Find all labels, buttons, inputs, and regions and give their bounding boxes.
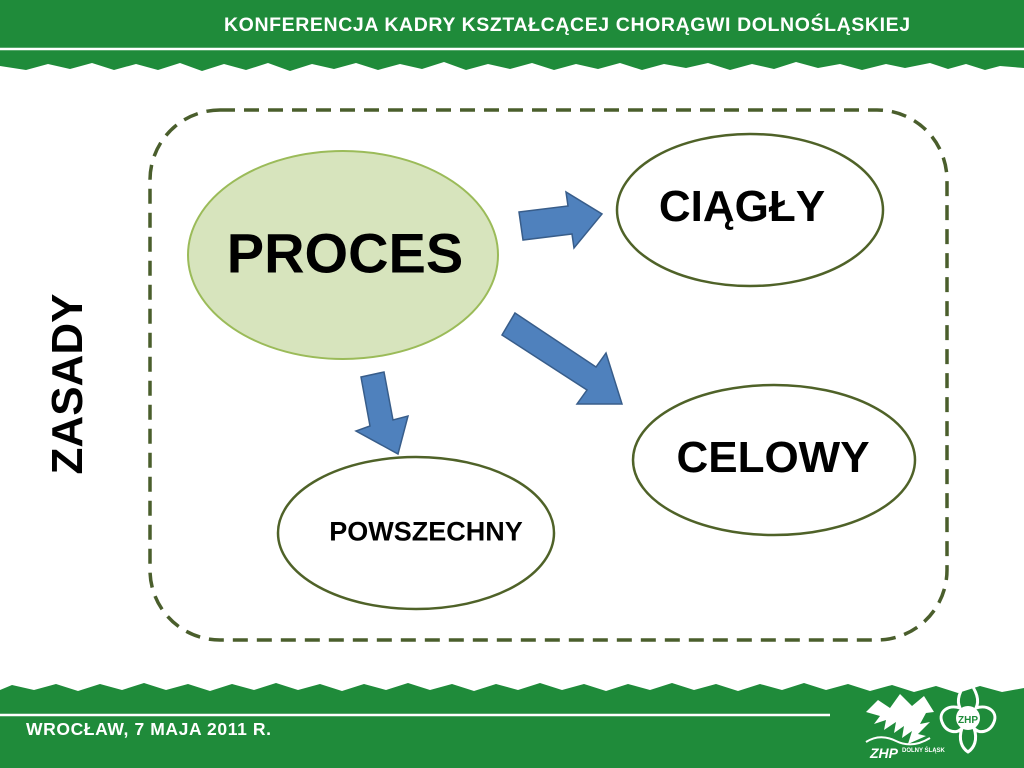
- zasady-label: ZASADY: [43, 293, 92, 475]
- celowy-node: [631, 383, 917, 537]
- ciagly-label: CIĄGŁY: [658, 182, 826, 231]
- header-title: KONFERENCJA KADRY KSZTAŁCĄCEJ CHORĄGWI D…: [224, 14, 911, 36]
- zhp-logo-subtext: DOLNY ŚLĄSK: [902, 747, 946, 754]
- footer-date: WROCŁAW, 7 MAJA 2011 R.: [26, 719, 272, 739]
- footer-band: [0, 683, 1024, 768]
- arrow-to-ciagly: [518, 190, 604, 250]
- powszechny-label: POWSZECHNY: [329, 516, 523, 547]
- ciagly-node: [615, 132, 885, 288]
- zhp-lily-emblem-icon: ZHP: [939, 678, 997, 754]
- header-band: [0, 0, 1024, 71]
- zhp-dolny-slask-logo-icon: ZHP DOLNY ŚLĄSK: [865, 694, 946, 761]
- zasady-frame: [148, 108, 949, 642]
- arrow-to-powszechny: [354, 371, 410, 456]
- zhp-lily-text: ZHP: [958, 715, 978, 726]
- zhp-logo-text: ZHP: [869, 745, 899, 761]
- arrow-to-celowy: [500, 311, 624, 405]
- powszechny-node: [276, 455, 556, 611]
- proces-node: [187, 150, 499, 360]
- proces-label: PROCES: [226, 221, 464, 285]
- celowy-label: CELOWY: [676, 433, 870, 482]
